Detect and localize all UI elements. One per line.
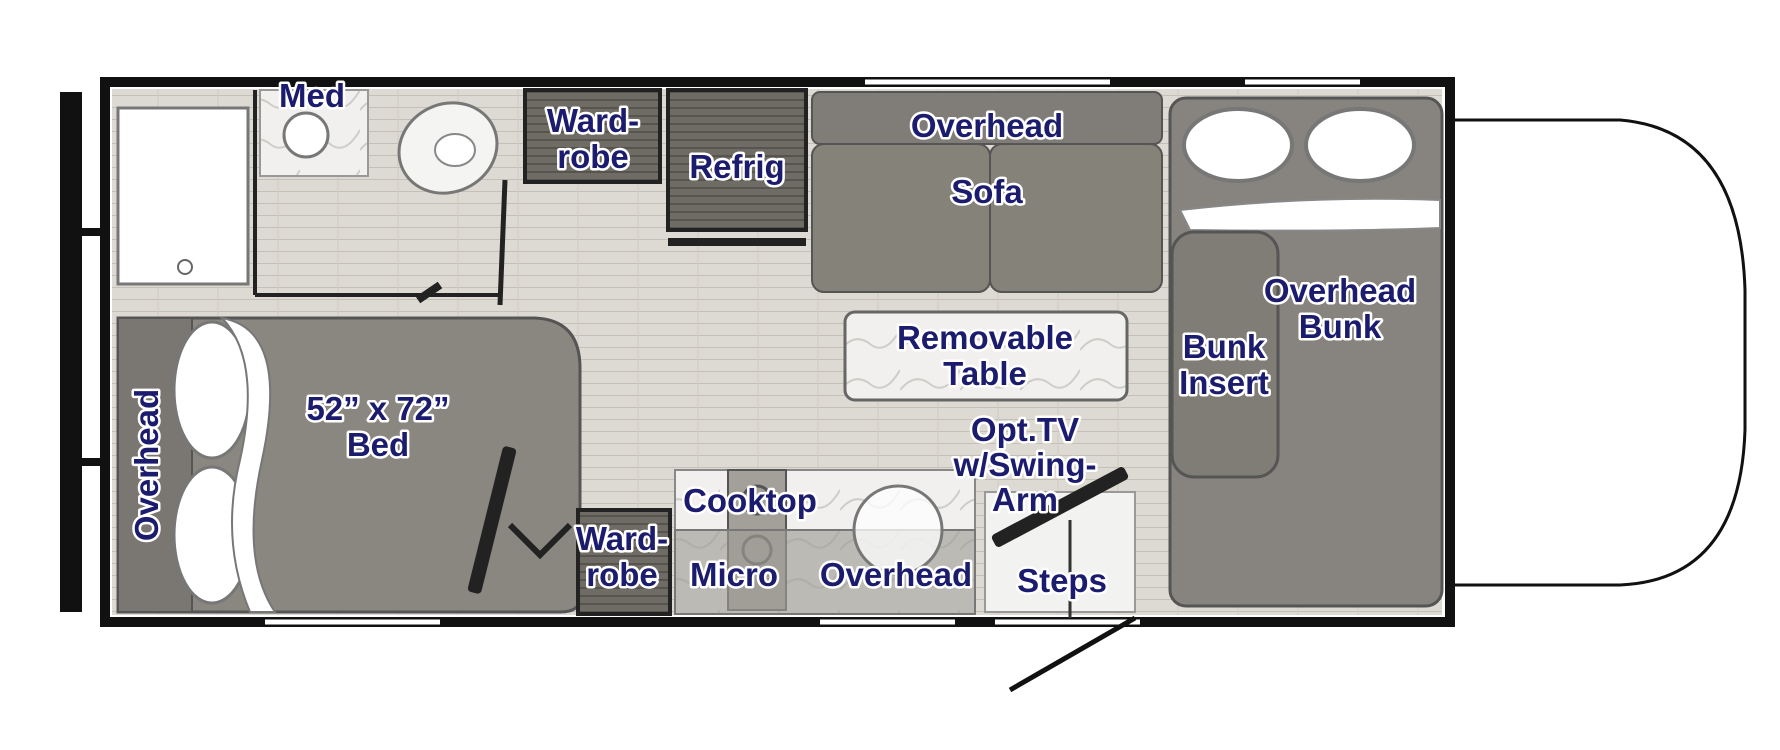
labels: Med Ward- robe Refrig Overhead Sofa Over… xyxy=(126,75,1419,602)
entry-door xyxy=(1008,615,1137,693)
removable-table xyxy=(843,310,1129,402)
shower-pan xyxy=(116,106,250,286)
toilet-bowl xyxy=(434,133,476,167)
label-bed-size: 52” x 72” xyxy=(306,390,449,427)
label-overhead-top: Overhead xyxy=(911,107,1063,144)
cab xyxy=(1448,118,1747,587)
rear-bumper xyxy=(60,92,82,612)
label-opt-tv-line1: Opt.TV xyxy=(971,411,1079,448)
label-wardrobe-top-line2: robe xyxy=(557,138,629,175)
opt-tv xyxy=(991,467,1129,547)
label-removable-table-line2: Table xyxy=(943,355,1027,392)
label-cooktop: Cooktop xyxy=(683,482,817,519)
burner xyxy=(741,484,773,516)
bath-sink xyxy=(282,111,330,159)
refrigerator-base xyxy=(668,238,806,246)
rear-bumper-bracket xyxy=(82,228,108,236)
refrigerator xyxy=(666,88,808,232)
bed-sheet xyxy=(219,316,277,613)
sofa-cushion-right xyxy=(989,143,1163,293)
label-steps: Steps xyxy=(1017,562,1107,599)
label-wardrobe-bottom-line2: robe xyxy=(586,556,658,593)
label-wardrobe-top-line1: Ward- xyxy=(547,102,639,139)
label-overhead-bottom: Overhead xyxy=(820,556,972,593)
label-opt-tv-line3: Arm xyxy=(992,481,1058,518)
label-opt-tv-line2: w/Swing- xyxy=(953,446,1097,483)
bath-door-swing xyxy=(415,281,443,304)
label-bed: Bed xyxy=(347,426,409,463)
label-overhead-left: Overhead xyxy=(128,389,165,541)
shower-drain xyxy=(177,259,193,275)
label-overhead-bunk-line2: Bunk xyxy=(1299,308,1382,345)
kitchen-sink xyxy=(852,484,944,576)
label-refrig: Refrig xyxy=(689,148,784,185)
bath-door xyxy=(497,179,508,306)
bunk-sheet xyxy=(1178,197,1441,232)
sofa-back xyxy=(811,91,1163,145)
label-med: Med xyxy=(279,77,345,114)
label-wardrobe-bottom-line1: Ward- xyxy=(576,520,668,557)
tv-swing-arm xyxy=(507,522,573,560)
rear-bumper-bracket xyxy=(82,458,108,466)
bunk-insert xyxy=(1170,230,1280,479)
label-sofa: Sofa xyxy=(951,173,1023,210)
bunk-pillow xyxy=(1182,107,1294,183)
wardrobe-top xyxy=(523,88,662,184)
label-bunk-insert-line1: Bunk xyxy=(1183,328,1266,365)
label-micro: Micro xyxy=(690,556,778,593)
wardrobe-bottom xyxy=(576,508,672,616)
sofa-cushion-left xyxy=(811,143,991,293)
bunk-pillow xyxy=(1304,107,1416,183)
label-removable-table-line1: Removable xyxy=(897,319,1073,356)
label-overhead-bunk-line1: Overhead xyxy=(1264,272,1416,309)
label-bunk-insert-line2: Insert xyxy=(1179,364,1269,401)
bed-tv xyxy=(467,446,517,594)
